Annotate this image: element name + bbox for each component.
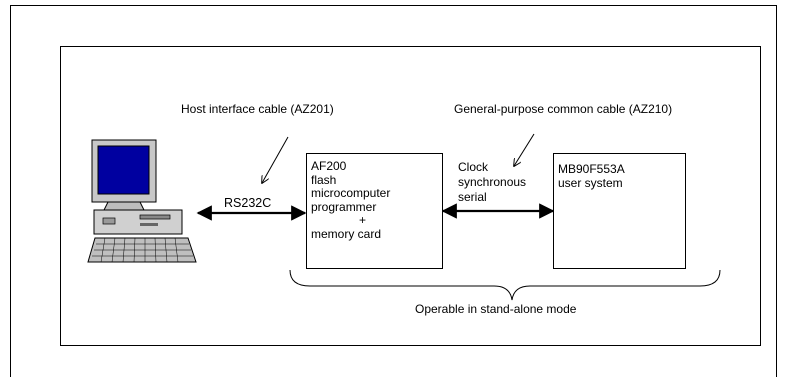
standalone-label: Operable in stand-alone mode	[415, 302, 577, 316]
programmer-line-4: programmer	[311, 199, 377, 214]
host-cable-pointer	[262, 136, 289, 183]
user-line-1: MB90F553A	[558, 162, 625, 176]
clock-label-line-1: Clock	[458, 160, 489, 174]
outer-frame	[10, 5, 777, 377]
clock-label-line-3: serial	[458, 190, 487, 204]
programmer-line-5: +	[359, 213, 367, 227]
programmer-line-1: AF200	[311, 159, 347, 173]
general-cable-pointer	[514, 133, 535, 166]
programmer-line-6: memory card	[311, 226, 382, 241]
user-line-2: user system	[558, 175, 623, 190]
programmer-line-2: flash	[311, 172, 337, 187]
programmer-box: AF200 flash microcomputer programmer + m…	[306, 153, 443, 269]
host-cable-label: Host interface cable (AZ201)	[181, 102, 334, 116]
rs232c-label: RS232C	[224, 196, 272, 210]
standalone-brace	[289, 269, 721, 301]
general-cable-label: General-purpose common cable (AZ210)	[454, 102, 673, 116]
clock-label-line-2: synchronous	[458, 175, 527, 189]
user-system-box: MB90F553A user system	[553, 153, 686, 269]
programmer-line-3: microcomputer	[311, 186, 391, 200]
diagram-frame	[60, 46, 761, 346]
